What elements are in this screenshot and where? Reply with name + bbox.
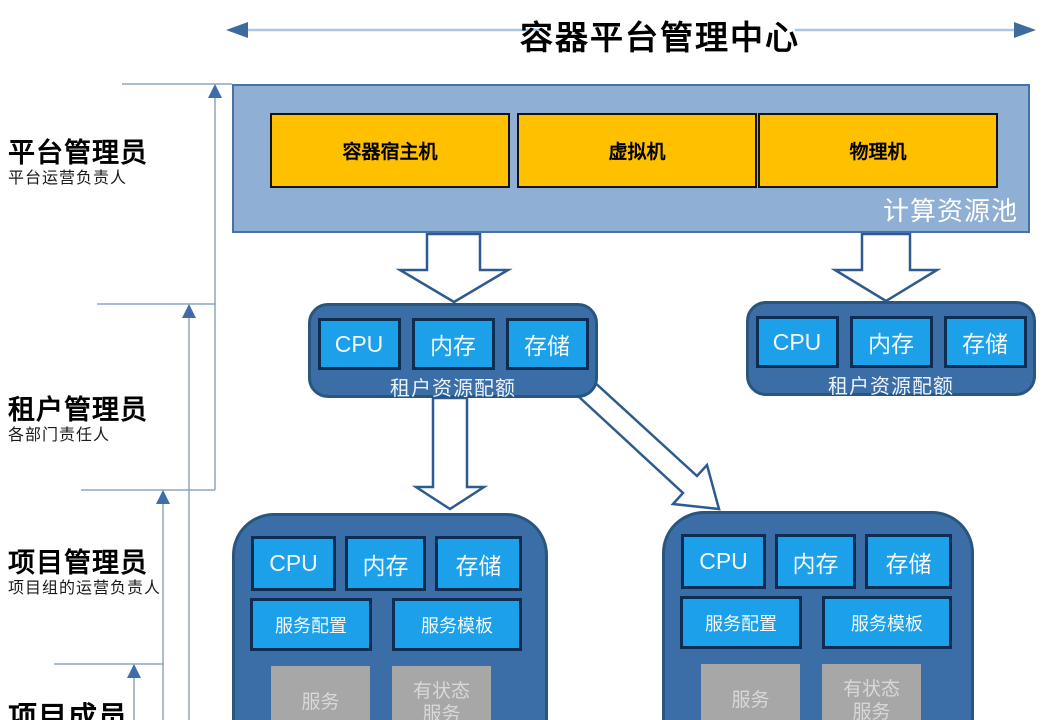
stateful-service-label: 有状态服务 [412, 681, 470, 720]
resource-chip-memory: 内存 [345, 536, 426, 591]
top-span-arrow [226, 22, 1036, 38]
role-sublabel-platform-admin: 平台运营负责人 [8, 170, 128, 187]
up-arrowhead-platform-icon [208, 84, 222, 98]
resource-chip-storage: 存储 [943, 316, 1027, 368]
host-box-container-host: 容器宿主机 [270, 113, 510, 188]
host-box-physical-machine: 物理机 [758, 113, 998, 188]
stateful-service-label: 有状态服务 [842, 679, 900, 720]
service-config-chip: 服务配置 [250, 598, 372, 651]
role-label-project-member: 项目成员 [8, 702, 129, 720]
bracket-arrowheads [127, 84, 222, 678]
tenant-quota-left-resources: CPU 内存 存储 [317, 318, 589, 370]
page-title: 容器平台管理中心 [520, 19, 800, 56]
right-arrowhead-icon [1014, 22, 1036, 38]
service-config-chip: 服务配置 [680, 596, 802, 649]
stateful-service-box: 有状态服务 [822, 664, 921, 720]
up-arrowhead-project-admin-icon [156, 490, 170, 504]
resource-chip-cpu: CPU [755, 316, 839, 368]
resource-chip-storage: 存储 [435, 536, 522, 591]
resource-chip-memory: 内存 [849, 316, 933, 368]
flow-arrow-pool-to-tenant-left-icon [395, 232, 513, 304]
tenant-quota-box-right: CPU 内存 存储 租户资源配额 [746, 301, 1036, 398]
role-label-tenant-admin: 租户管理员 [8, 395, 148, 425]
flow-arrow-tenant-to-project-left-icon [411, 396, 489, 511]
flow-arrow-pool-to-tenant-right-icon [830, 232, 942, 303]
service-box: 服务 [271, 666, 370, 720]
resource-chip-storage: 存储 [505, 318, 589, 370]
project-box-right: CPU 内存 存储 服务配置 服务模板 服务 有状态服务 [662, 511, 974, 720]
service-template-chip: 服务模板 [822, 596, 952, 649]
role-brackets [54, 83, 232, 720]
up-arrowhead-tenant-icon [182, 304, 196, 318]
role-sublabel-tenant-admin: 各部门责任人 [8, 427, 111, 444]
role-label-platform-admin: 平台管理员 [8, 138, 148, 168]
role-label-project-admin: 项目管理员 [8, 548, 148, 578]
tenant-quota-box-left: CPU 内存 存储 租户资源配额 [308, 303, 598, 400]
stateful-service-box: 有状态服务 [392, 666, 491, 720]
project-box-left: CPU 内存 存储 服务配置 服务模板 服务 有状态服务 [232, 513, 548, 720]
compute-resource-pool-caption: 计算资源池 [882, 196, 1018, 226]
flow-arrow-tenant-to-project-right-icon [576, 378, 721, 511]
flow-arrows [395, 232, 942, 511]
host-box-virtual-machine: 虚拟机 [517, 113, 757, 188]
left-arrowhead-icon [226, 22, 248, 38]
up-arrowhead-project-member-icon [127, 664, 141, 678]
tenant-quota-right-resources: CPU 内存 存储 [755, 316, 1027, 368]
resource-chip-storage: 存储 [865, 534, 952, 589]
tenant-quota-caption: 租户资源配额 [390, 378, 516, 400]
resource-chip-memory: 内存 [411, 318, 495, 370]
tenant-quota-caption: 租户资源配额 [828, 376, 954, 398]
service-template-chip: 服务模板 [392, 598, 522, 651]
service-box: 服务 [701, 664, 800, 720]
role-sublabel-project-admin: 项目组的运营负责人 [8, 580, 162, 597]
resource-chip-memory: 内存 [775, 534, 856, 589]
resource-chip-cpu: CPU [251, 536, 336, 591]
resource-chip-cpu: CPU [681, 534, 766, 589]
resource-chip-cpu: CPU [317, 318, 401, 370]
